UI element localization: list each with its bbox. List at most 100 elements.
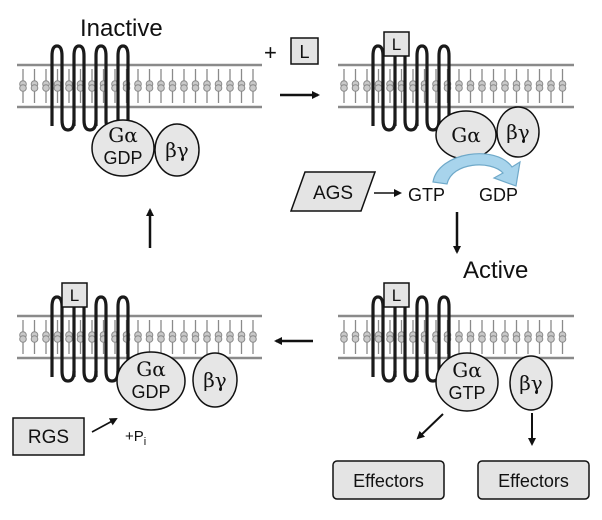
lipid-head (19, 84, 27, 92)
rgs-arrow (91, 418, 118, 433)
lipid-head (157, 84, 165, 92)
svg-text:L: L (392, 286, 401, 305)
lipid-head (203, 335, 211, 343)
lipid-head (478, 335, 486, 343)
lipid-head (535, 335, 544, 343)
lipid-head (134, 84, 142, 92)
svg-text:Gα: Gα (451, 123, 480, 147)
transmembrane-helix (94, 295, 120, 383)
lipid-head (340, 335, 348, 343)
effectors-box-left: Effectors (332, 460, 445, 500)
lipid-head (191, 84, 200, 92)
lipid-head (547, 335, 555, 343)
lipid-head (19, 335, 27, 343)
svg-text:Gα: Gα (108, 123, 137, 147)
lipid-head (214, 335, 223, 343)
lipid-head (249, 335, 257, 343)
inactive-label: Inactive (80, 15, 163, 42)
lipid-head (214, 84, 223, 92)
g-alpha-exchanging: Gα (435, 110, 497, 160)
transmembrane-helix (72, 44, 98, 132)
ligand-box-bottom-right: L (383, 282, 410, 308)
transmembrane-helix (437, 295, 451, 389)
lipid-head (363, 335, 371, 343)
lipid-head (157, 335, 165, 343)
svg-text:L: L (299, 42, 309, 62)
active-label: Active (463, 257, 528, 284)
phosphate-label: +Pi (125, 428, 146, 448)
effectors-box-right: Effectors (477, 460, 590, 500)
lipid-head (30, 84, 39, 92)
gdp-gtp-exchange-arrow (432, 153, 521, 187)
lipid-head (558, 335, 567, 343)
lipid-head (466, 335, 475, 343)
lipid-head (478, 84, 486, 92)
svg-text:GDP: GDP (103, 148, 142, 168)
transmembrane-helix (371, 44, 397, 132)
lipid-head (249, 84, 257, 92)
beta-gamma-returning: βγ (192, 352, 238, 408)
lipid-head (42, 84, 50, 92)
lipid-head (226, 335, 234, 343)
lipid-head (466, 84, 475, 92)
beta-gamma-active: βγ (509, 355, 553, 411)
lipid-head (409, 335, 417, 343)
g-alpha-gdp-inactive: Gα GDP (91, 119, 155, 177)
ligand-box-top-right: L (383, 31, 410, 57)
svg-text:GDP: GDP (131, 382, 170, 402)
svg-text:βγ: βγ (519, 371, 543, 395)
svg-text:L: L (392, 35, 401, 54)
lipid-head (386, 335, 394, 343)
svg-text:βγ: βγ (506, 120, 530, 144)
lipid-head (489, 335, 498, 343)
lipid-head (374, 84, 383, 92)
lipid-head (409, 84, 417, 92)
lipid-head (558, 84, 567, 92)
svg-text:βγ: βγ (165, 138, 189, 162)
transmembrane-helix (415, 44, 441, 132)
g-alpha-gdp-returning: Gα GDP (116, 351, 186, 411)
transmembrane-helix (50, 44, 76, 132)
svg-text:L: L (70, 286, 79, 305)
lipid-head (512, 335, 521, 343)
lipid-head (512, 84, 521, 92)
arrow-to-effectors-left (416, 413, 444, 440)
lipid-head (30, 335, 39, 343)
svg-text:GTP: GTP (448, 383, 485, 403)
plus-sign: + (264, 40, 277, 65)
transmembrane-helix (437, 44, 451, 138)
lipid-head (42, 335, 50, 343)
lipid-head (168, 335, 177, 343)
g-alpha-gtp-active: Gα GTP (435, 352, 499, 412)
lipid-head (547, 84, 555, 92)
lipid-head (65, 84, 73, 92)
lipid-head (363, 84, 371, 92)
lipid-head (489, 84, 498, 92)
ligand-box-bottom-left: L (61, 282, 88, 308)
lipid-head (351, 84, 360, 92)
ligand-box-free: L (290, 37, 319, 65)
svg-text:Gα: Gα (136, 357, 165, 381)
lipid-head (386, 84, 394, 92)
lipid-head (237, 84, 246, 92)
lipid-head (524, 84, 532, 92)
lipid-head (237, 335, 246, 343)
gdp-exchange-label: GDP (479, 185, 518, 205)
receptor-returning (50, 295, 130, 389)
gtp-exchange-label: GTP (408, 185, 445, 205)
transmembrane-helix (116, 295, 130, 389)
lipid-head (535, 84, 544, 92)
lipid-head (374, 335, 383, 343)
lipid-head (226, 84, 234, 92)
lipid-head (191, 335, 200, 343)
rgs-box: RGS (12, 417, 85, 456)
lipid-head (351, 335, 360, 343)
lipid-head (88, 335, 96, 343)
lipid-head (501, 335, 509, 343)
lipid-head (53, 335, 62, 343)
ags-box: AGS (289, 171, 377, 212)
transmembrane-helix (116, 44, 130, 138)
lipid-head (203, 84, 211, 92)
